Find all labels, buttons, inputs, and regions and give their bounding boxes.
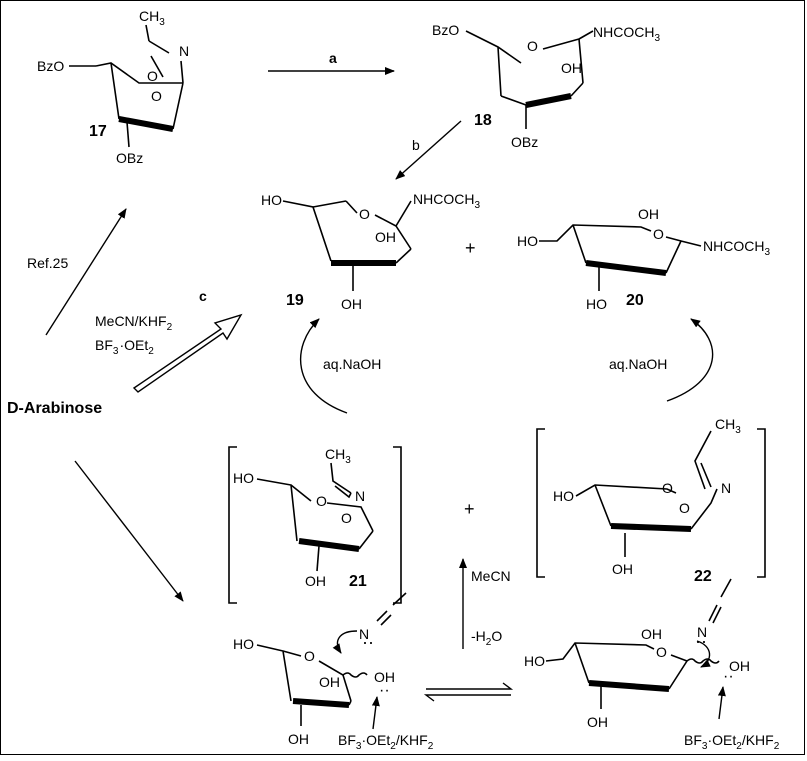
svg-text:··: ·· — [723, 668, 734, 685]
pyranose-intermediate: OH O HO OH ·· OH BF3·OEt2/KHF2 — [524, 626, 780, 752]
svg-text:NHCOCH3: NHCOCH3 — [703, 238, 770, 258]
arrow-arabinose-to-furanose — [74, 460, 184, 602]
compound-22: CH3 N O O HO OH 22 — [553, 416, 741, 585]
arrow-step-b: b — [395, 120, 462, 180]
svg-text:MeCN: MeCN — [471, 568, 511, 584]
svg-text:NHCOCH3: NHCOCH3 — [593, 24, 660, 44]
svg-text:OH: OH — [587, 714, 608, 730]
compound-number-20: 20 — [626, 292, 644, 309]
svg-text:O: O — [304, 648, 315, 664]
svg-text:BF3·OEt2/KHF2: BF3·OEt2/KHF2 — [338, 732, 434, 752]
svg-text:MeCN/KHF2: MeCN/KHF2 — [95, 313, 173, 333]
svg-text:OH: OH — [305, 573, 326, 589]
svg-text:OH: OH — [638, 206, 659, 222]
compound-19: HO O NHCOCH3 OH OH 19 — [261, 191, 480, 312]
svg-text:O: O — [679, 500, 690, 516]
svg-text:O: O — [527, 38, 538, 54]
compound-number-18: 18 — [474, 112, 492, 129]
svg-text:OBz: OBz — [511, 134, 538, 150]
compound-17: CH3 N O O BzO OBz 17 — [37, 8, 189, 166]
compound-number-22: 22 — [694, 568, 712, 585]
svg-text:aq.NaOH: aq.NaOH — [609, 356, 667, 372]
svg-text:OH: OH — [375, 229, 396, 245]
compound-number-17: 17 — [89, 123, 107, 140]
arrow-dehydration: MeCN -H2O — [459, 558, 511, 649]
arrow-step-a: a — [268, 50, 395, 75]
svg-text:HO: HO — [553, 488, 574, 504]
svg-text:··: ·· — [695, 631, 707, 651]
svg-text:HO: HO — [517, 233, 538, 249]
compound-21: CH3 N HO O O OH 21 — [233, 446, 374, 590]
svg-text:OH: OH — [288, 731, 309, 747]
svg-text:BF3·OEt2/KHF2: BF3·OEt2/KHF2 — [684, 732, 780, 752]
c17-bzo: BzO — [37, 58, 64, 74]
compound-20: OH O HO NHCOCH3 HO 20 — [517, 206, 770, 312]
svg-text:BzO: BzO — [432, 22, 459, 38]
svg-text:N: N — [697, 624, 707, 640]
svg-text:CH3: CH3 — [715, 416, 741, 436]
svg-text:b: b — [412, 137, 420, 153]
svg-text:HO: HO — [261, 192, 282, 208]
equilibrium-arrows — [423, 682, 514, 702]
compound-number-19: 19 — [286, 292, 304, 309]
plus-sign-bottom: + — [464, 499, 475, 519]
c17-obz: OBz — [116, 150, 143, 166]
svg-text:a: a — [329, 50, 337, 66]
svg-text:O: O — [656, 644, 667, 660]
svg-text:OH: OH — [319, 674, 340, 690]
bracket-22 — [536, 428, 766, 578]
svg-text:c: c — [199, 288, 207, 304]
bracket-21 — [228, 446, 402, 604]
svg-text:Ref.25: Ref.25 — [27, 255, 68, 271]
svg-text:HO: HO — [586, 296, 607, 312]
start-material-d-arabinose: D-Arabinose — [7, 400, 102, 417]
svg-text:OH: OH — [612, 561, 633, 577]
svg-text:-H2O: -H2O — [471, 628, 502, 648]
c17-n: N — [179, 43, 189, 59]
nitrile-right: N ·· — [695, 578, 732, 668]
svg-text:OH: OH — [341, 296, 362, 312]
svg-text:O: O — [341, 510, 352, 526]
arrow-naoh-right: aq.NaOH — [609, 318, 714, 402]
furanose-intermediate: HO O OH OH ·· OH BF3·OEt2/KHF2 — [233, 636, 434, 752]
arrow-step-c: c MeCN/KHF2 BF3·OEt2 — [95, 288, 243, 393]
plus-sign-top: + — [465, 238, 476, 258]
compound-18: BzO O NHCOCH3 OH OBz 18 — [432, 22, 660, 150]
svg-text:O: O — [653, 226, 664, 242]
svg-text:NHCOCH3: NHCOCH3 — [413, 191, 480, 211]
svg-text:HO: HO — [233, 636, 254, 652]
svg-text:OH: OH — [641, 626, 662, 642]
svg-text:O: O — [359, 206, 370, 222]
svg-text:OH: OH — [729, 658, 750, 674]
svg-text:OH: OH — [561, 60, 582, 76]
svg-text:N: N — [359, 626, 369, 642]
svg-text:OH: OH — [374, 669, 395, 685]
svg-text:CH3: CH3 — [139, 8, 165, 28]
c17-o2: O — [151, 88, 162, 104]
compound-number-21: 21 — [349, 573, 367, 590]
arrow-naoh-left: aq.NaOH — [300, 318, 381, 414]
svg-text:··: ·· — [379, 682, 390, 699]
svg-text:HO: HO — [524, 653, 545, 669]
svg-text:HO: HO — [233, 470, 254, 486]
svg-text:CH3: CH3 — [325, 446, 351, 466]
svg-text:··: ·· — [362, 632, 374, 652]
nitrile-left: N ·· — [332, 592, 407, 654]
c17-o1: O — [147, 68, 158, 84]
svg-text:aq.NaOH: aq.NaOH — [323, 356, 381, 372]
svg-text:BF3·OEt2: BF3·OEt2 — [95, 337, 154, 357]
svg-text:N: N — [721, 480, 731, 496]
arrow-ref25: Ref.25 — [27, 208, 127, 336]
svg-text:O: O — [662, 480, 673, 496]
svg-text:N: N — [355, 488, 365, 504]
svg-text:O: O — [316, 493, 327, 509]
